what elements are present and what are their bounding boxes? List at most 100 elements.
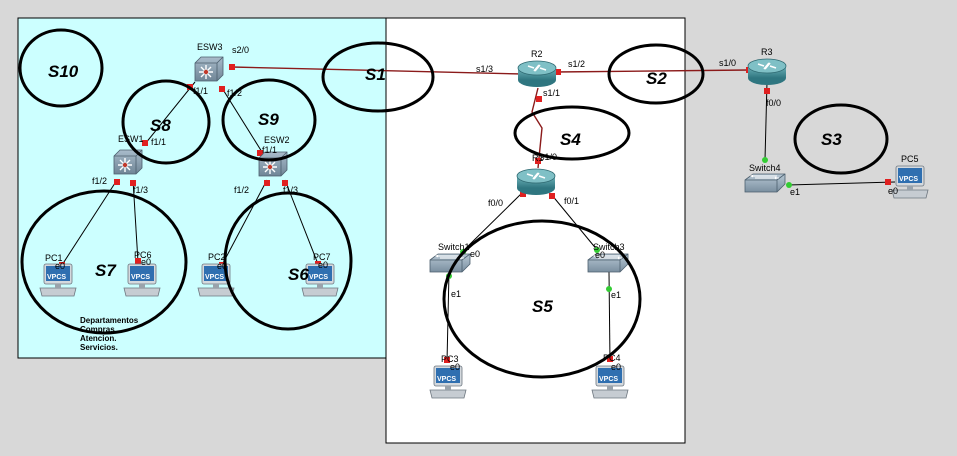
device-label: R2: [531, 49, 543, 59]
device-label: PC7: [313, 252, 331, 262]
device-pc7[interactable]: VPCS PC7: [301, 252, 339, 297]
device-switch1[interactable]: Switch1: [429, 242, 471, 273]
device-label: ESW3: [197, 42, 223, 52]
port-label: f1/3: [283, 185, 298, 195]
device-label: PC3: [441, 354, 459, 364]
device-pc1[interactable]: VPCS PC1: [39, 253, 77, 297]
device-label: Switch4: [749, 163, 781, 173]
link-r1-switch3: [550, 193, 599, 252]
segment-circle-s3: [793, 103, 889, 175]
port-label: e0: [318, 260, 328, 270]
port-dot: [444, 357, 450, 363]
port-label: f0/1: [564, 196, 579, 206]
link-esw2-pc2: [221, 179, 268, 266]
device-switch3[interactable]: Switch3: [587, 242, 629, 273]
link-esw3-r2: [231, 66, 524, 75]
vpcs-label: VPCS: [309, 274, 328, 281]
port-label: s1/2: [568, 59, 585, 69]
note-line: Compras: [80, 325, 115, 334]
device-pc3[interactable]: VPCS PC3: [429, 354, 467, 399]
vpcs-label: VPCS: [47, 274, 66, 281]
segment-label-s3: S3: [821, 130, 842, 149]
port-label: e0: [611, 362, 621, 372]
device-pc5[interactable]: VPCS PC5: [891, 154, 929, 199]
segment-label-s6: S6: [288, 265, 309, 284]
device-esw1[interactable]: ESW1: [113, 134, 144, 175]
device-switch4[interactable]: Switch4: [744, 163, 786, 193]
port-dot: [536, 96, 542, 102]
port-label: f0/0: [766, 98, 781, 108]
segment-label-s9: S9: [258, 110, 279, 129]
segment-circle-s4: [513, 105, 631, 161]
port-label: f1/3: [133, 185, 148, 195]
port-dot: [885, 179, 891, 185]
link-r3-switch4: [764, 81, 768, 161]
device-r1[interactable]: R1: [516, 153, 556, 196]
device-label: ESW1: [118, 134, 144, 144]
vpcs-label: VPCS: [899, 176, 918, 183]
device-label: R3: [761, 47, 773, 57]
device-label: Switch3: [593, 242, 625, 252]
segment-label-s2: S2: [646, 69, 667, 88]
port-label: s1/3: [476, 64, 493, 74]
port-dot: [535, 158, 541, 164]
note-line: Departamentos: [80, 316, 139, 325]
note-line: Servicios.: [80, 343, 118, 352]
device-r2[interactable]: R2: [517, 49, 557, 88]
port-label: f1/1: [151, 137, 166, 147]
segment-circle-s9: [221, 78, 317, 162]
multilayer-switch-icon: [194, 56, 224, 82]
port-label: s1/0: [719, 58, 736, 68]
device-label: PC2: [208, 252, 226, 262]
device-label: ESW2: [264, 135, 290, 145]
port-dot: [114, 179, 120, 185]
device-label: PC4: [603, 353, 621, 363]
device-pc2[interactable]: VPCS PC2: [197, 252, 235, 297]
segment-label-s10: S10: [48, 62, 79, 81]
port-label: e1: [611, 290, 621, 300]
port-dot: [594, 247, 600, 253]
router-icon: [517, 60, 557, 88]
port-label: e0: [141, 257, 151, 267]
area-note: Departamentos Compras Atencion. Servicio…: [80, 316, 139, 352]
segment-circle-s8: [121, 79, 211, 165]
port-dot: [142, 140, 148, 146]
segment-label-s5: S5: [532, 297, 553, 316]
device-label: PC5: [901, 154, 919, 164]
vpcs-label: VPCS: [131, 274, 150, 281]
device-label: PC6: [134, 250, 152, 260]
device-label: Switch1: [438, 242, 470, 252]
port-dot: [764, 88, 770, 94]
device-pc4[interactable]: VPCS PC4: [591, 353, 629, 399]
port-label: s2/0: [232, 45, 249, 55]
segment-circle-s6: [223, 191, 353, 331]
port-dot: [130, 180, 136, 186]
segment-label-s7: S7: [95, 261, 117, 280]
link-r2-r3: [554, 69, 750, 73]
segment-circle-s10: [18, 28, 104, 108]
port-label: e0: [55, 261, 65, 271]
device-r3[interactable]: R3: [747, 47, 787, 86]
router-icon: [747, 58, 787, 86]
link-switch4-pc5: [787, 181, 896, 186]
segment-circles: [18, 28, 889, 379]
router-icon: [516, 168, 556, 196]
port-dot: [219, 86, 225, 92]
port-dot: [135, 258, 141, 264]
port-dot: [549, 193, 555, 199]
link-r1-switch1: [461, 191, 524, 253]
port-dot: [520, 191, 526, 197]
device-pc6[interactable]: VPCS PC6: [123, 250, 161, 297]
segment-circle-s5: [442, 219, 642, 379]
device-esw2[interactable]: ESW2: [258, 135, 290, 177]
port-dot: [264, 180, 270, 186]
segment-circle-s1: [321, 41, 435, 113]
segment-labels: S10 S1 S2 S3 S4 S5 S6 S7 S8 S9: [48, 62, 842, 316]
segment-label-s8: S8: [150, 116, 171, 135]
port-label: e0: [450, 362, 460, 372]
port-label: s1/1: [543, 88, 560, 98]
device-label: PC1: [45, 253, 63, 263]
device-esw3[interactable]: ESW3: [194, 42, 224, 82]
